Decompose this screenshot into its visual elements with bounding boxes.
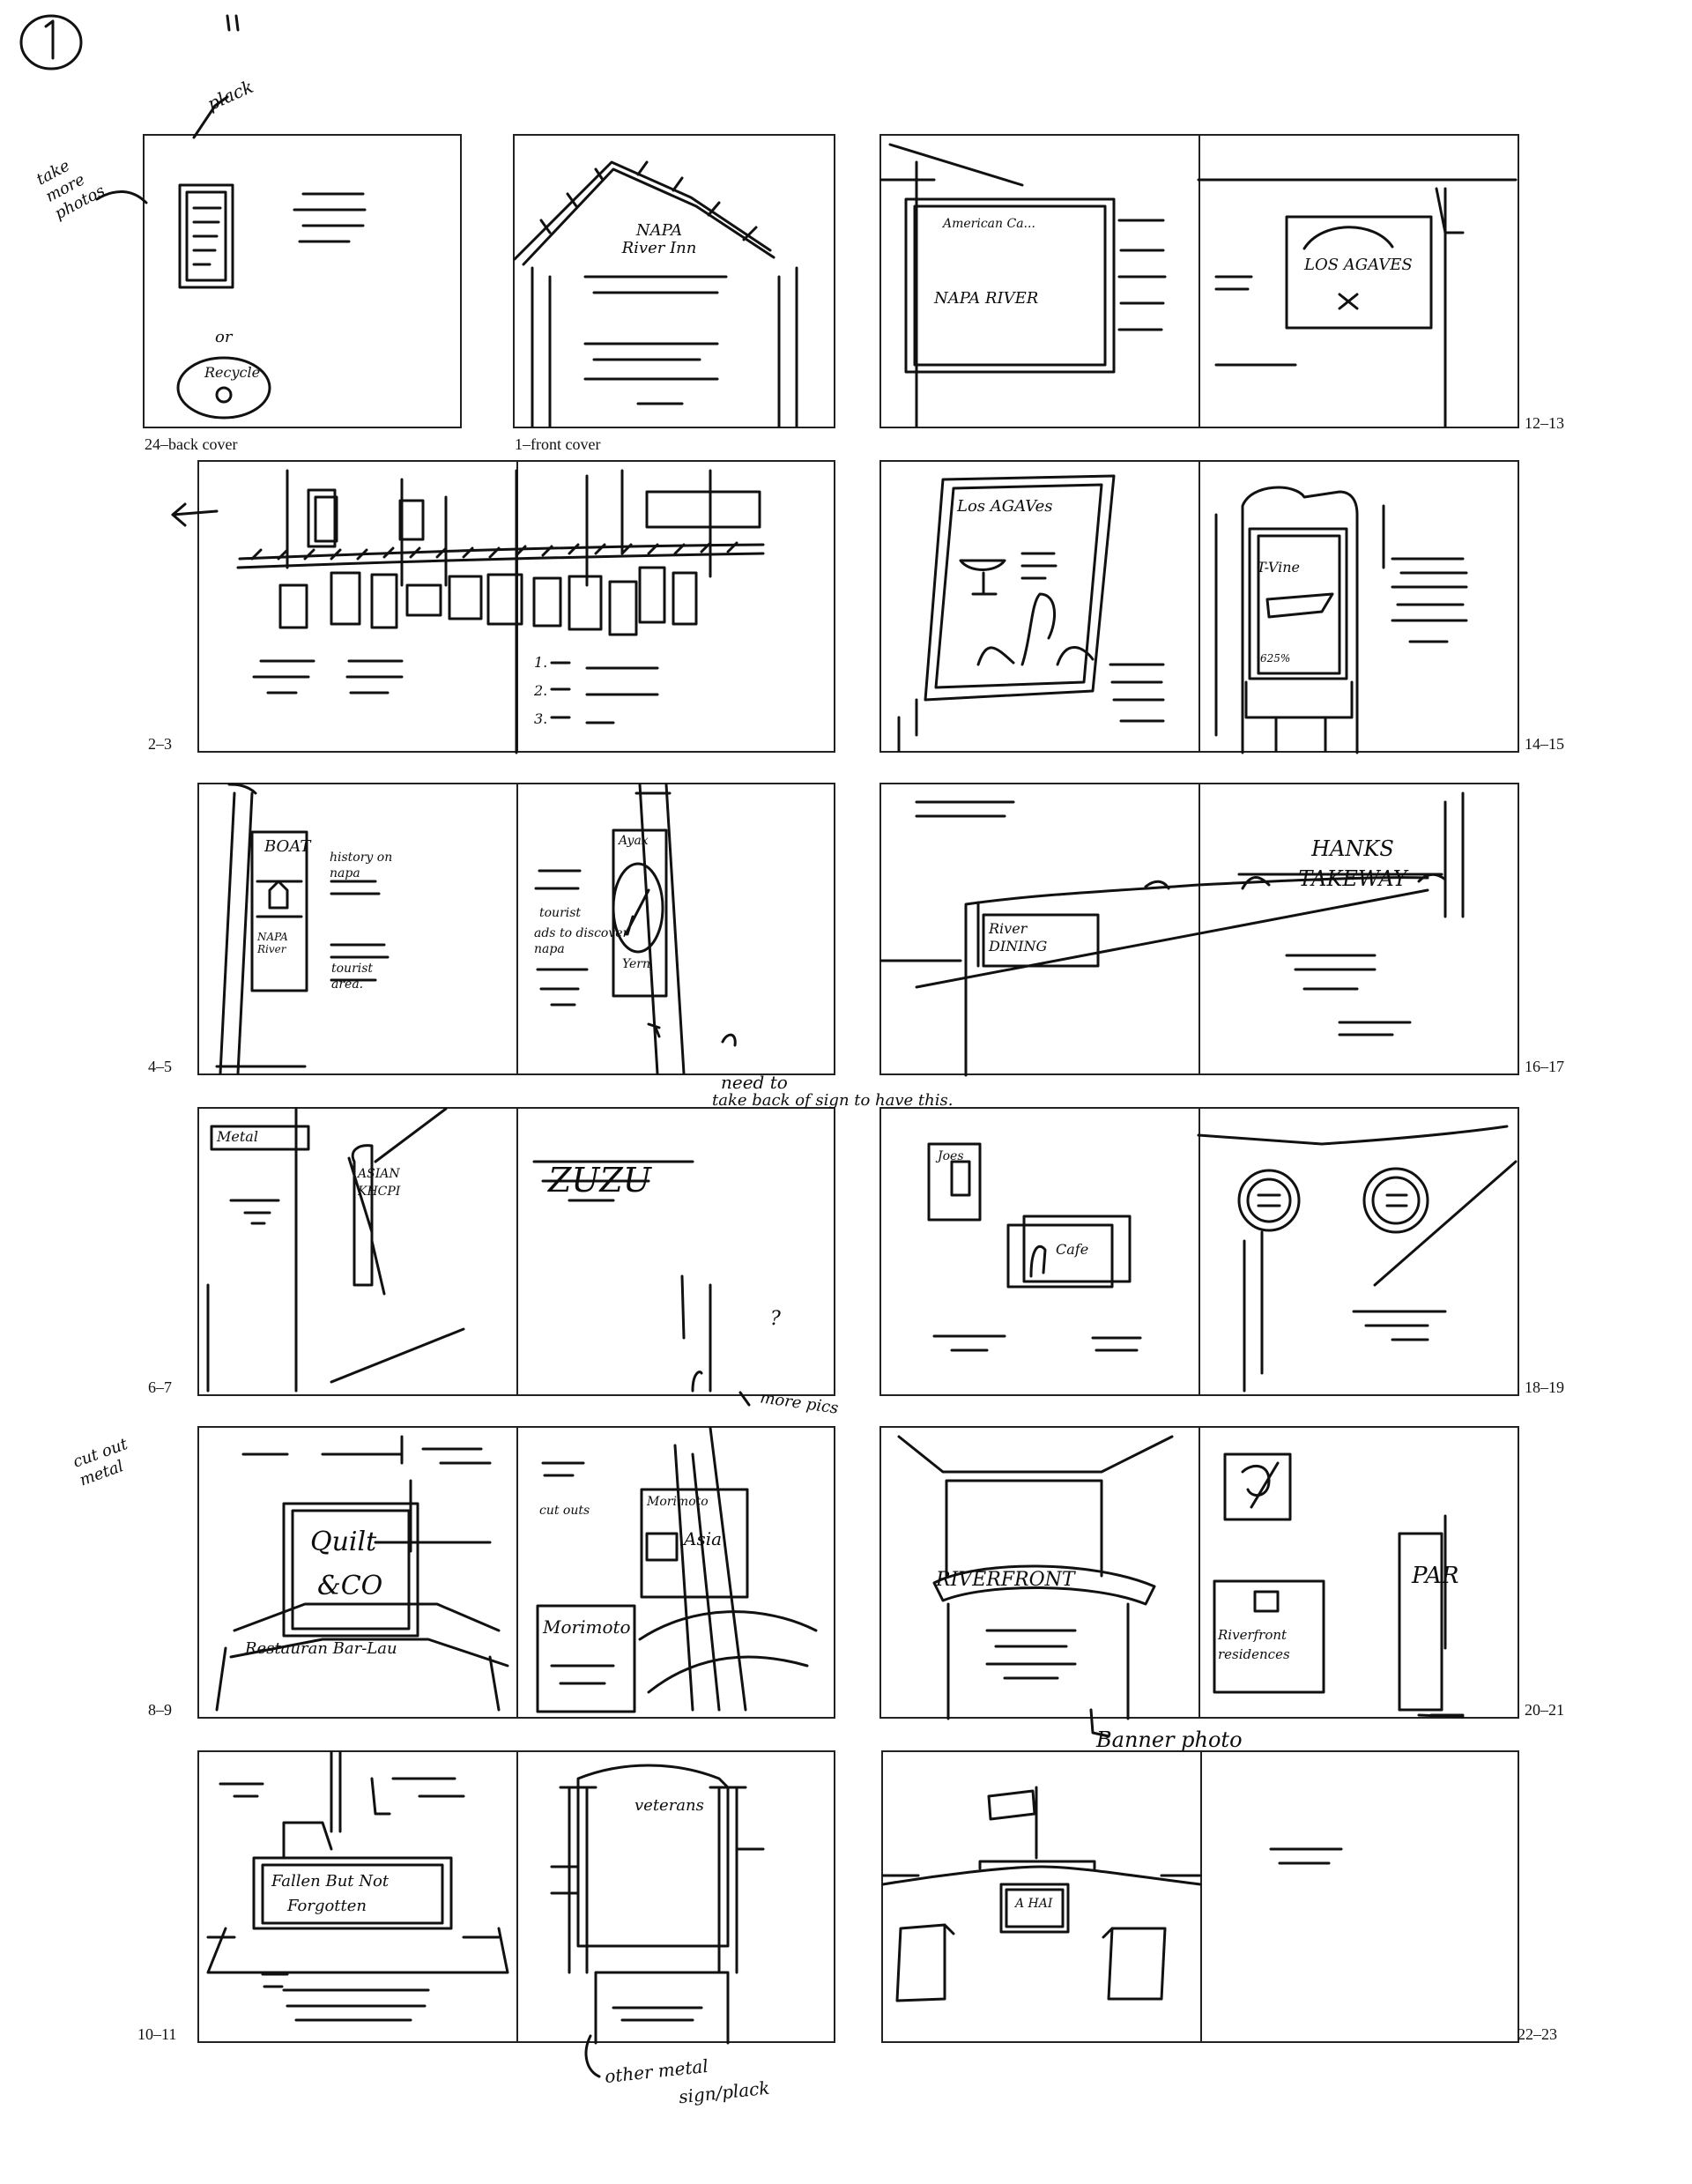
caption-20-21: 20–21 [1525, 1701, 1564, 1719]
caption-14-15: 14–15 [1525, 735, 1564, 753]
spread-16-17: River DINING HANKS TAKEWAY [879, 783, 1519, 1077]
metal-label: Metal [217, 1128, 258, 1145]
morimoto-sign-1: Morimoto [647, 1495, 709, 1509]
asian-sign: ASIAN KHCPI [358, 1167, 401, 1199]
river-dining-sign: River DINING [989, 920, 1048, 955]
joes-sign: Joes [938, 1149, 964, 1163]
asia-sign: Asia [684, 1528, 723, 1549]
spread-4-5-sketch [215, 783, 686, 1075]
list-number-1: 1. [534, 654, 548, 671]
caption-front-cover: 1–front cover [515, 435, 601, 453]
history-note: history on napa [330, 851, 393, 880]
spread-2-3: 1. 2. 3. [197, 460, 835, 754]
tourist-area-note: tourist area. [331, 962, 374, 992]
napa-river-boat-sign: NAPA River [257, 931, 288, 955]
spread-12-13-sketch [879, 143, 1518, 428]
quilt-sign: Quilt [310, 1527, 377, 1557]
caption-4-5: 4–5 [148, 1058, 172, 1075]
spread-2-3-sketch [236, 469, 765, 754]
cafe-sign: Cafe [1056, 1241, 1089, 1258]
svg-text:Recycle: Recycle [204, 364, 260, 381]
fallen-sign-line2: Forgotten [287, 1897, 367, 1915]
question-mark: ? [770, 1308, 781, 1330]
spread-18-19: Joes Cafe [879, 1107, 1519, 1396]
front-cover-sketch [513, 160, 798, 428]
cut-outs-note: cut outs [539, 1504, 590, 1518]
spread-20-21-sketch [897, 1435, 1465, 1720]
back-cover-sketch: Recycle [176, 183, 367, 420]
fallen-sign-line1: Fallen But Not [271, 1872, 390, 1891]
cut-out-metal-note: cut out metal [70, 1435, 130, 1490]
list-number-3: 3. [534, 710, 548, 727]
caption-22-23: 22–23 [1518, 2025, 1557, 2043]
par-sign: PAR [1412, 1563, 1459, 1589]
caption-8-9: 8–9 [148, 1701, 172, 1719]
other-metal-note: other metal [604, 2054, 709, 2088]
discover-napa-note: ads to discover napa [534, 926, 629, 956]
spread-12-13: American Ca... NAPA RIVER LOS AGAVES [879, 134, 1519, 428]
spread-18-19-sketch [927, 1125, 1518, 1393]
sign-plack-note: sign/plack [678, 2076, 771, 2108]
list-number-2: 2. [534, 682, 548, 699]
banner-photo-note: Banner photo [1096, 1727, 1243, 1752]
spread-6-7-sketch [206, 1107, 712, 1393]
plack-note: plack [204, 75, 256, 115]
spread-8-9: Quilt &CO Restauran Bar-Lau cut outs Mor… [197, 1426, 835, 1719]
zuzu-sign: ZUZU [548, 1161, 651, 1200]
spread-10-11-sketch [206, 1750, 765, 2045]
spread-22-23: A HAI [881, 1750, 1519, 2043]
caption-12-13: 12–13 [1525, 414, 1564, 432]
spread-14-15-sketch [897, 474, 1468, 754]
hanks-takeway-sign: HANKS TAKEWAY [1298, 836, 1407, 891]
need-to-note: need to [721, 1072, 788, 1093]
riverfront-residences-sign: Riverfront residences [1218, 1627, 1290, 1662]
spread-22-23-sketch [881, 1786, 1343, 2002]
veterans-sign: veterans [634, 1796, 704, 1815]
spread-6-7: Metal ASIAN KHCPI ZUZU ? [197, 1107, 835, 1396]
spread-14-15: Los AGAVes T-Vine 625% [879, 460, 1519, 754]
take-back-note: take back of sign to have this. [712, 1091, 954, 1110]
spread-20-21: RIVERFRONT Riverfront residences PAR [879, 1426, 1519, 1720]
boat-sign: BOAT [264, 837, 311, 856]
take-more-photos-note: take more photos [33, 156, 108, 224]
napa-river-sign: NAPA RIVER [934, 289, 1039, 308]
a-hai-sign: A HAI [1015, 1897, 1053, 1911]
restaurant-bar-sign: Restauran Bar-Lau [245, 1639, 397, 1658]
spread-8-9-sketch [215, 1426, 818, 1713]
spread-10-11: Fallen But Not Forgotten veterans [197, 1750, 835, 2045]
tourist-note: tourist [539, 906, 582, 920]
caption-18-19: 18–19 [1525, 1378, 1564, 1396]
los-agaves-sign-2: Los AGAVes [957, 497, 1053, 516]
caption-6-7: 6–7 [148, 1378, 172, 1396]
los-agaves-sign: LOS AGAVES [1304, 256, 1413, 274]
t-vine-percent: 625% [1260, 652, 1291, 665]
caption-10-11: 10–11 [137, 2025, 177, 2043]
spread-4-5: BOAT NAPA River history on napa tourist … [197, 783, 835, 1075]
morimoto-sign-2: Morimoto [543, 1616, 631, 1638]
caption-16-17: 16–17 [1525, 1058, 1564, 1075]
napa-river-inn-sign: NAPA River Inn [621, 221, 697, 257]
and-co-sign: &CO [317, 1571, 383, 1601]
back-cover-page: Recycle or [143, 134, 462, 428]
riverfront-sign: RIVERFRONT [936, 1569, 1075, 1591]
caption-2-3: 2–3 [148, 735, 172, 753]
back-cover-or: or [215, 328, 233, 346]
yern-sign: Yern [622, 957, 651, 971]
spread-16-17-sketch [879, 791, 1465, 1077]
caption-back-cover: 24–back cover [145, 435, 238, 453]
front-cover-page: NAPA River Inn [513, 134, 835, 428]
t-vine-sign: T-Vine [1257, 559, 1301, 576]
ayax-sign: Ayax [619, 834, 649, 848]
american-sign-top: American Ca... [943, 217, 1035, 231]
